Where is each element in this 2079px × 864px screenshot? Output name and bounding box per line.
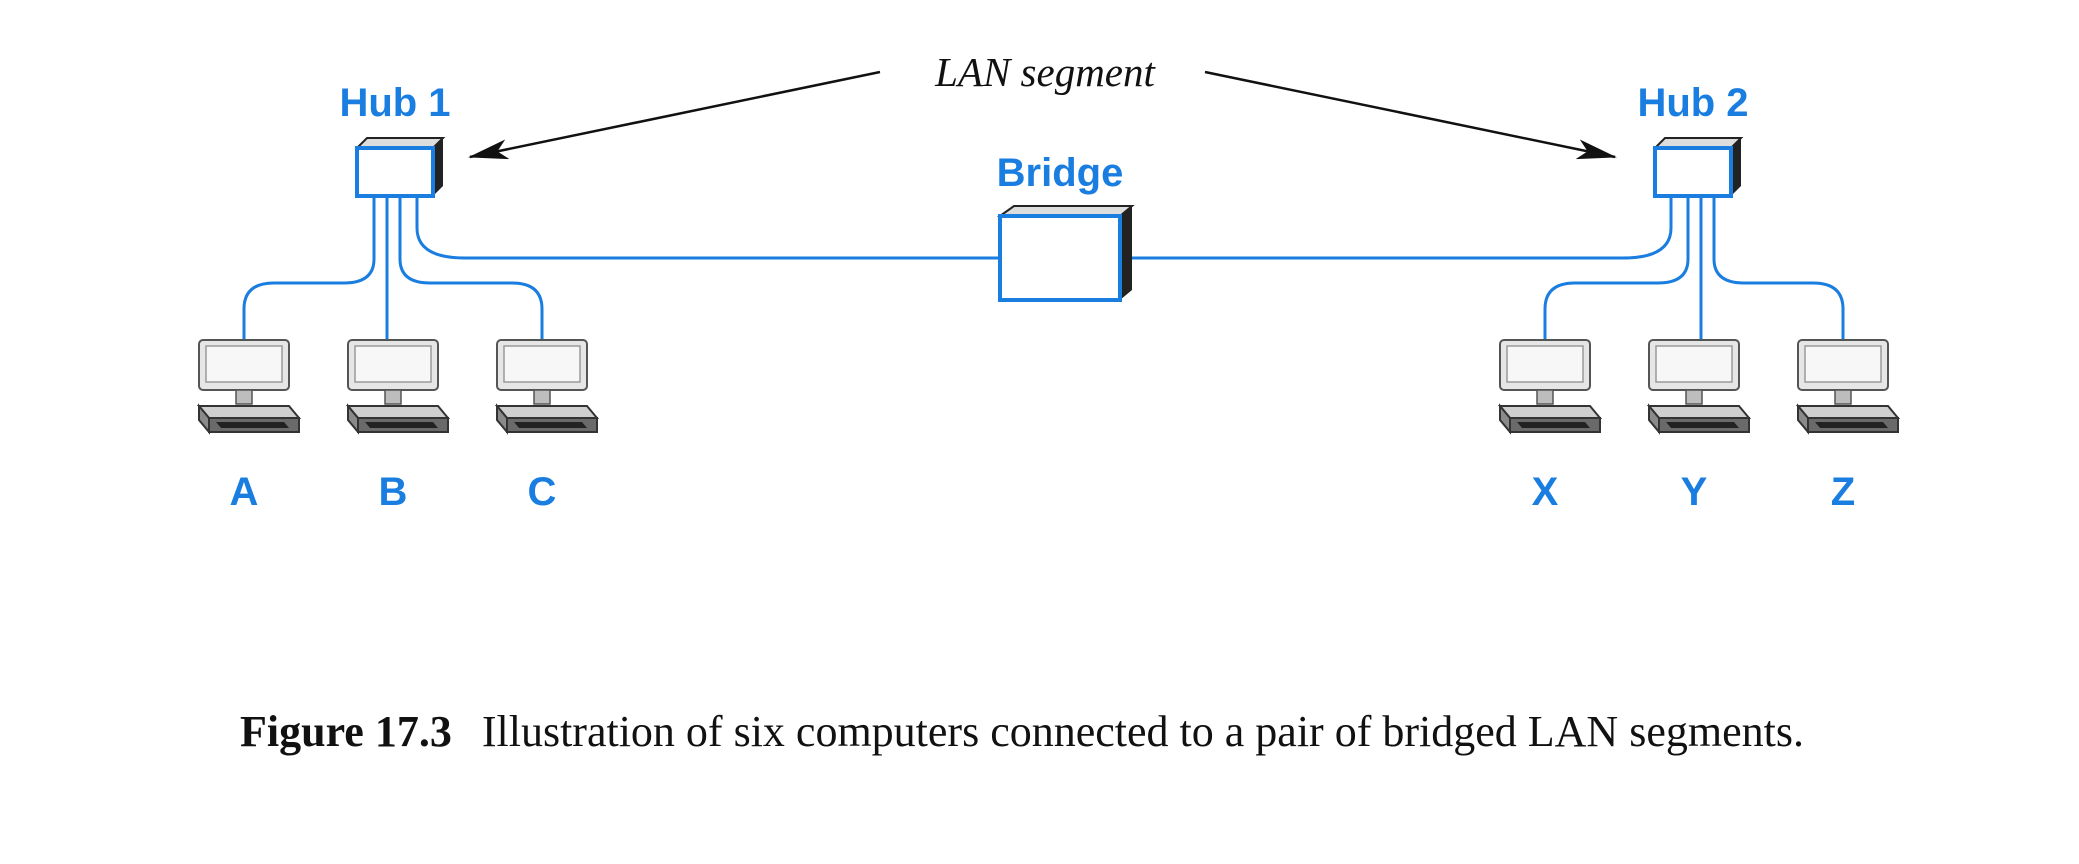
figure-caption: Figure 17.3 Illustration of six computer…	[240, 700, 1880, 763]
wire-hub2-bridge	[1120, 196, 1673, 260]
network-devices	[198, 137, 1899, 433]
computer-label-Z: Z	[1831, 470, 1855, 514]
annotation-arrow-left	[468, 70, 881, 160]
computer-label-A: A	[230, 470, 259, 514]
wire-Z	[1712, 196, 1845, 340]
computer-icon	[496, 339, 598, 433]
annotation-arrow-right	[1204, 70, 1617, 160]
lan-segment-annotation: LAN segment	[934, 49, 1156, 95]
lan-wiring	[242, 70, 1845, 340]
bridge	[996, 205, 1135, 302]
wire-A	[242, 196, 376, 340]
wire-hub1-bridge	[415, 196, 1000, 260]
computer-label-C: C	[528, 470, 557, 514]
computer-label-Y: Y	[1681, 470, 1708, 514]
caption-text: Illustration of six computers connected …	[481, 707, 1804, 756]
hub-label-hub1: Hub 1	[339, 81, 450, 125]
wire-X	[1543, 196, 1690, 340]
caption-figure-number: Figure 17.3	[240, 707, 452, 756]
computer-label-B: B	[379, 470, 408, 514]
computer-icon	[1797, 339, 1899, 433]
computer-icon	[198, 339, 300, 433]
wire-C	[398, 196, 544, 340]
hub-hub1	[354, 137, 446, 198]
bridge-label: Bridge	[997, 151, 1124, 195]
hub-hub2	[1652, 137, 1744, 198]
computer-label-X: X	[1532, 470, 1559, 514]
computer-icon	[347, 339, 449, 433]
computer-icon	[1499, 339, 1601, 433]
computer-icon	[1648, 339, 1750, 433]
hub-label-hub2: Hub 2	[1637, 81, 1748, 125]
